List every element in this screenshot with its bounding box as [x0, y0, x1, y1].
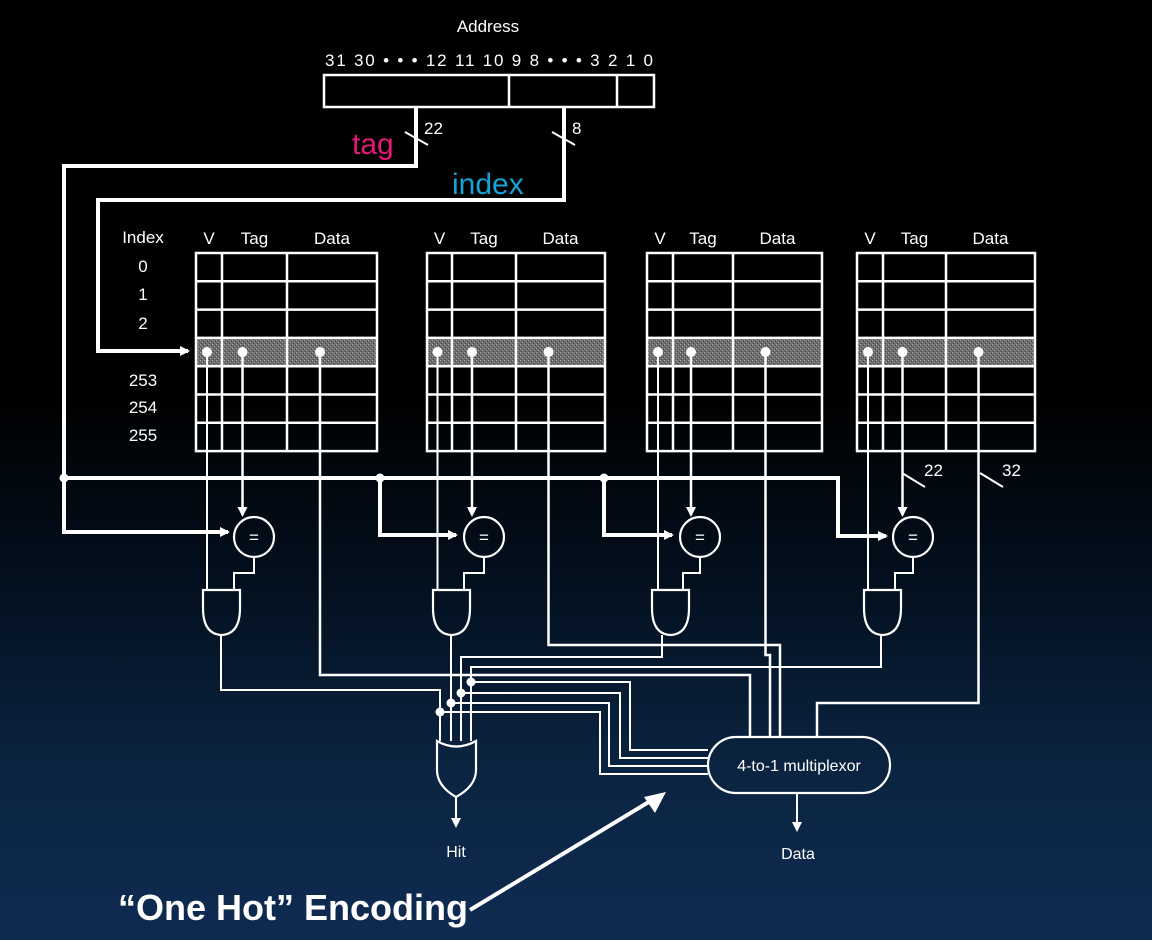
way-logic-0: = — [201, 352, 752, 737]
way-logic-1: = — [431, 352, 782, 737]
mux-select-wire — [461, 692, 708, 759]
data-label: Data — [781, 846, 815, 863]
equals-symbol: = — [695, 528, 705, 547]
mux-box — [706, 735, 892, 795]
header-data: Data — [973, 229, 1009, 248]
row-label-1: 1 — [138, 285, 147, 304]
compare-result-wire — [233, 557, 255, 590]
hit-line-way-1 — [446, 635, 708, 767]
row-label-253: 253 — [129, 371, 157, 390]
and-to-or-wire — [460, 635, 663, 741]
index-width-slash — [551, 131, 576, 146]
or-gate — [435, 739, 478, 799]
tag-out-width-label: 22 — [924, 461, 943, 480]
cache-way-0: V Tag Data — [194, 229, 379, 453]
index-bus — [96, 107, 566, 356]
header-v: V — [654, 229, 666, 248]
compare-result-wire — [463, 557, 485, 590]
compare-result-wire — [894, 557, 914, 590]
and-to-or-wire — [470, 635, 882, 741]
cache-way-2: V Tag Data — [645, 229, 824, 453]
mux-select-wire — [471, 681, 708, 751]
equals-symbol: = — [249, 528, 259, 547]
header-tag: Tag — [901, 229, 928, 248]
row-label-2: 2 — [138, 314, 147, 333]
equals-symbol: = — [908, 528, 918, 547]
and-gate — [201, 588, 242, 637]
tag-compare-bus — [64, 476, 888, 541]
way-logic-3: = — [815, 352, 980, 737]
header-tag: Tag — [241, 229, 268, 248]
header-tag: Tag — [689, 229, 716, 248]
tag-branch-way2 — [602, 478, 674, 540]
header-data: Data — [543, 229, 579, 248]
and-gate — [650, 588, 691, 637]
tag-bus — [62, 107, 418, 537]
index-header: Index — [122, 228, 164, 247]
hit-line-way-2 — [456, 635, 708, 759]
mux-select-wire — [440, 711, 708, 775]
header-v: V — [434, 229, 446, 248]
selected-row-highlight — [647, 337, 822, 367]
address-register — [322, 73, 656, 109]
data-out-width-label: 32 — [1002, 461, 1021, 480]
mux-select-wire — [451, 702, 708, 767]
row-label-255: 255 — [129, 426, 157, 445]
header-data: Data — [760, 229, 796, 248]
header-data: Data — [314, 229, 350, 248]
and-gate — [431, 588, 472, 637]
one-hot-arrow — [468, 798, 654, 912]
hit-line-way-3 — [466, 635, 882, 751]
data-read-wire — [318, 352, 752, 737]
index-label: index — [452, 168, 524, 201]
address-title: Address — [457, 17, 519, 36]
and-gate — [862, 588, 903, 637]
hit-label: Hit — [446, 844, 466, 861]
tag-out-slash — [901, 472, 926, 488]
header-tag: Tag — [470, 229, 497, 248]
address-bit-labels: 31 30 • • • 12 11 10 9 8 • • • 3 2 1 0 — [325, 51, 653, 70]
tag-branch-way1 — [378, 478, 458, 540]
data-read-wire — [764, 352, 772, 737]
mux-label: 4-to-1 multiplexor — [737, 758, 861, 775]
equals-symbol: = — [479, 528, 489, 547]
one-hot-caption: “One Hot” Encoding — [118, 887, 468, 928]
tag-width-slash — [404, 131, 429, 146]
way-logic-2: = — [650, 352, 772, 737]
and-to-or-wire — [220, 635, 441, 741]
index-width-label: 8 — [572, 119, 581, 138]
data-read-wire — [815, 352, 980, 737]
junction-dot — [59, 473, 69, 483]
hit-line-way-0 — [220, 635, 708, 775]
row-label-0: 0 — [138, 257, 147, 276]
tag-label: tag — [352, 128, 394, 161]
cache-way-1: V Tag Data — [425, 229, 607, 453]
one-hot-arrowhead — [644, 792, 666, 813]
way-table-border — [645, 251, 824, 453]
data-read-wire — [547, 352, 782, 737]
compare-result-wire — [682, 557, 701, 590]
tag-width-label: 22 — [424, 119, 443, 138]
header-v: V — [203, 229, 215, 248]
row-label-254: 254 — [129, 398, 157, 417]
header-v: V — [864, 229, 876, 248]
data-out-slash — [979, 472, 1004, 488]
cache-way-3: V Tag Data — [855, 229, 1037, 453]
